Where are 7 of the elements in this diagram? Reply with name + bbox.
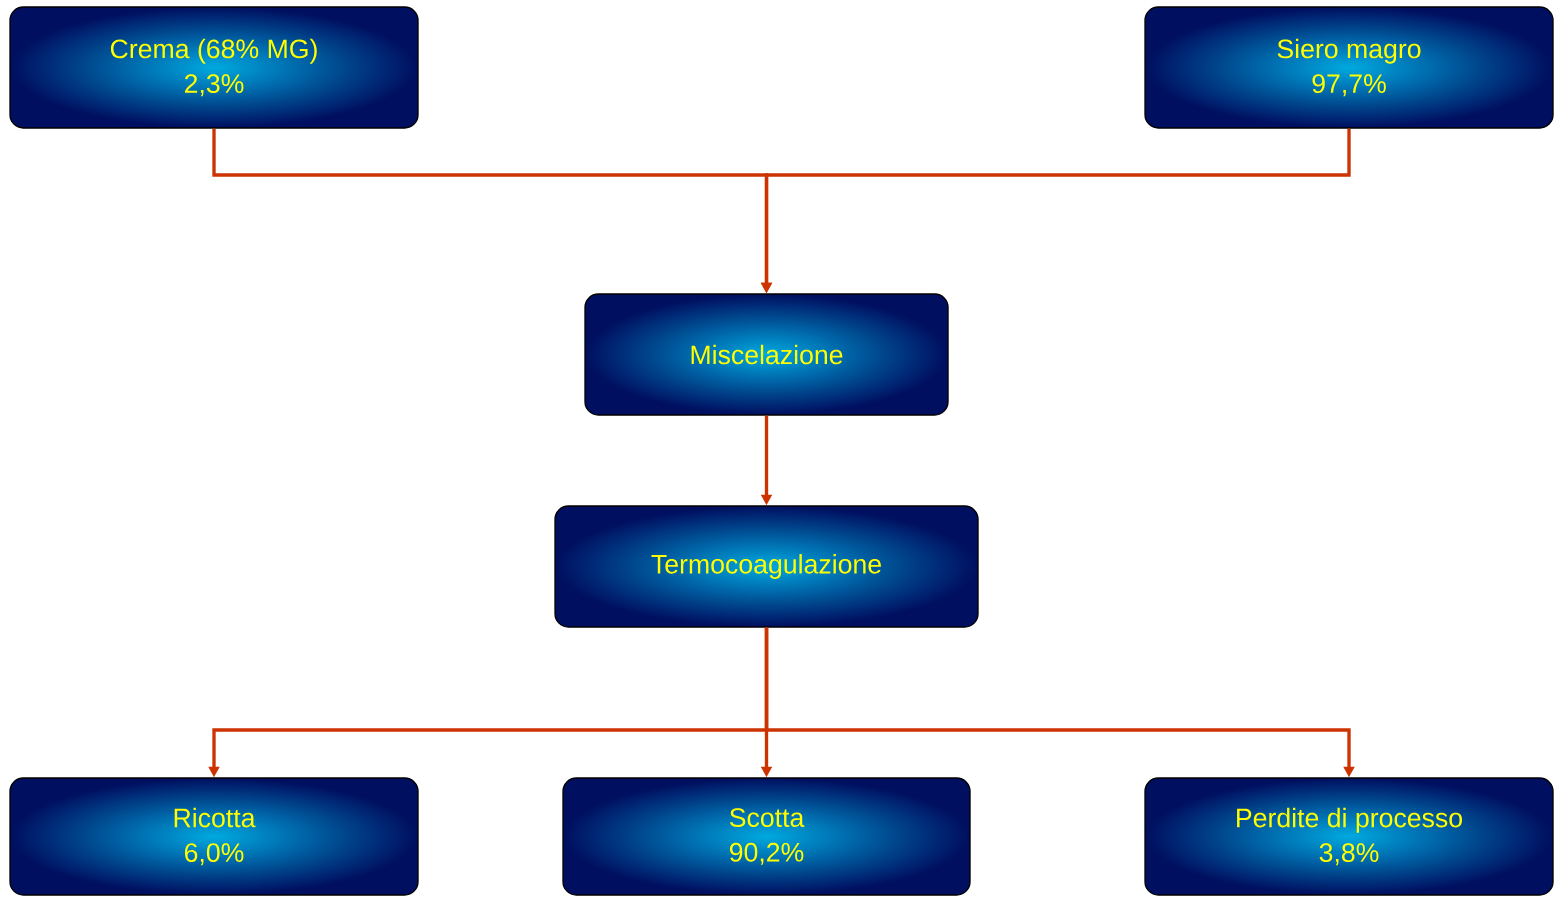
process-box: Ricotta 6,0% bbox=[9, 777, 419, 896]
process-box: Siero magro 97,7% bbox=[1144, 6, 1554, 129]
process-box: Perdite di processo 3,8% bbox=[1144, 777, 1554, 896]
process-box: Miscelazione bbox=[584, 293, 949, 416]
process-box: Scotta 90,2% bbox=[562, 777, 971, 896]
process-box: Crema (68% MG) 2,3% bbox=[9, 6, 419, 129]
process-box: Termocoagulazione bbox=[554, 505, 979, 628]
